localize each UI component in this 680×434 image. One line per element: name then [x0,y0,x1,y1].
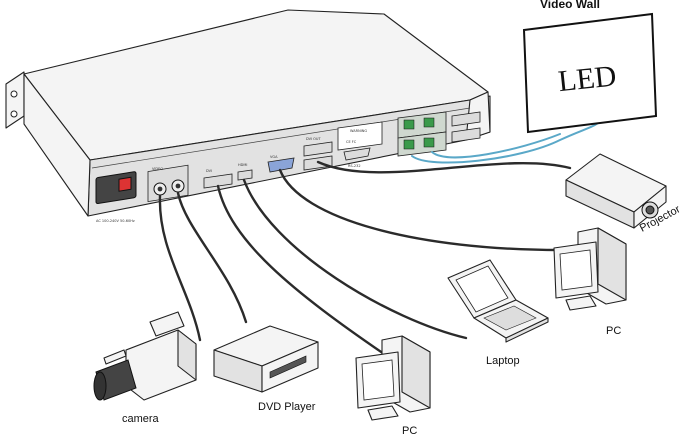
power-socket: AC 100-240V 50-60Hz [95,171,137,223]
cable-pc-bottom [216,184,392,360]
vga-input-port: VGA [267,155,295,173]
power-label: AC 100-240V 50-60Hz [96,219,135,223]
cable-projector [316,160,572,174]
vga-in-label: VGA [270,155,278,159]
hdmi-in-label: HDMI [238,163,247,167]
projector: Projector [565,153,680,235]
dvd-player: DVD Player [213,325,319,413]
dvd-player-label: DVD Player [258,401,316,413]
rs232-label: RS-232 [348,164,361,168]
cable-camera [158,194,202,342]
camera-label: camera [122,413,160,425]
dvi-in-label: DVI [206,169,212,173]
laptop-label: Laptop [486,355,520,367]
warning-label: WARNING CE FC [337,121,383,151]
led-label: LED [557,59,618,98]
video-wall-label: Video Wall [540,0,600,11]
camera: camera [93,311,197,425]
video-ports: VIDEO [147,164,189,203]
video-ports-label: VIDEO [152,167,163,171]
cable-pc-right [278,168,562,252]
cables [158,115,602,360]
pc-bottom: PC [355,335,431,434]
pc-bottom-label: PC [402,425,417,434]
cable-dvd [176,191,248,324]
laptop: Laptop [447,259,549,367]
video-processor [5,9,491,217]
pc-right-label: PC [606,325,621,337]
cable-laptop [242,178,468,340]
cert-text: CE FC [346,140,357,144]
rs232-port: RS-232 [343,147,371,168]
warning-text: WARNING [350,129,367,133]
led-video-wall: Video Wall LED [522,0,658,134]
dvi-input-port: DVI [203,169,233,189]
network-modules [397,111,481,157]
cable-led [411,115,602,164]
dvi-out-label: DVI OUT [306,137,321,141]
pc-right: PC [553,227,627,337]
cable-led-2 [431,133,561,159]
hdmi-input-port: HDMI [237,163,253,181]
